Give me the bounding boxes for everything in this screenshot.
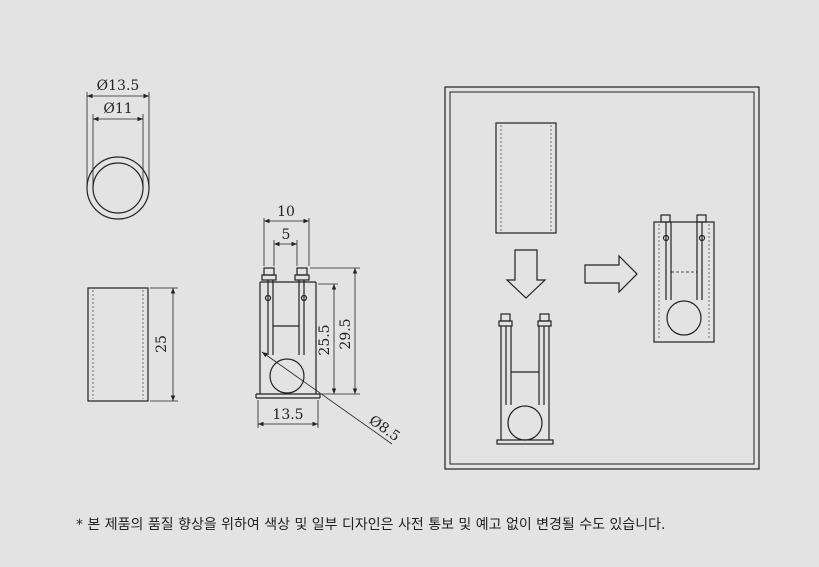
clip-outer-width-label: 10 [277,204,295,220]
assembly-panel [444,86,760,470]
clip-inner-width-label: 5 [282,227,291,243]
assembly-sleeve [495,122,557,234]
sleeve-top-view [86,92,150,220]
clip-front-view [255,218,393,445]
sleeve-side-view [87,287,178,402]
ball-diameter-label: Ø8.5 [366,412,403,444]
assembly-assembled [653,214,715,343]
clip-outer-height-label: 29.5 [338,318,354,349]
base-width-label: 13.5 [272,407,303,423]
sleeve-height-label: 25 [154,335,170,353]
disclaimer-note: * 본 제품의 품질 향상을 위하여 색상 및 일부 디자인은 사전 통보 및 … [76,517,666,533]
right-arrow-icon [584,254,638,294]
inner-diameter-label: Ø11 [103,101,132,117]
outer-diameter-label: Ø13.5 [97,78,140,94]
assembly-clip [496,313,554,445]
ring-outer-circle [86,156,150,220]
ring-inner-circle [92,162,144,214]
down-arrow-icon [505,249,547,299]
clip-inner-height-label: 25.5 [317,324,333,355]
